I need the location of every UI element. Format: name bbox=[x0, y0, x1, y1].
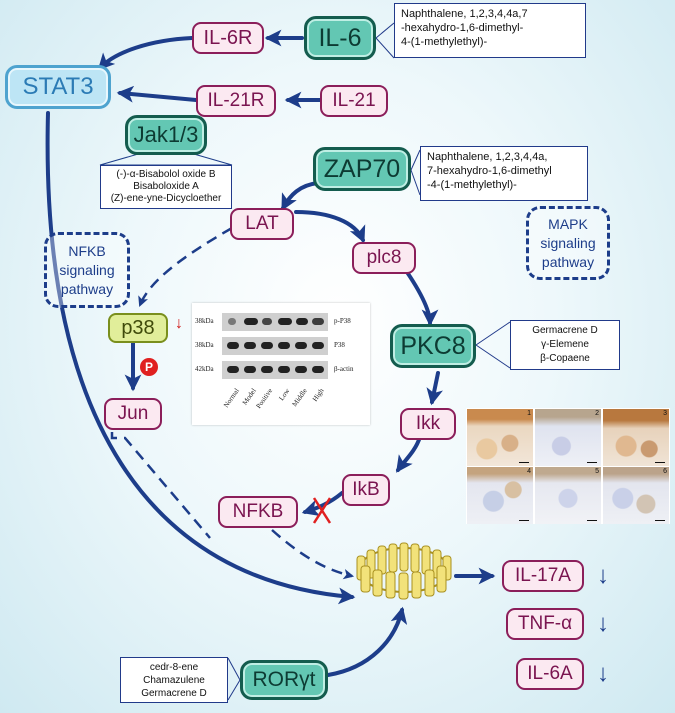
blot-group-label: Low bbox=[277, 387, 292, 403]
arrow-ikb-nfkb bbox=[301, 491, 344, 517]
blot-size-label: 38kDa bbox=[195, 317, 214, 325]
blot-protein-label: P38 bbox=[334, 341, 345, 349]
arrow-zap70-lat bbox=[281, 181, 320, 211]
roryt-node[interactable]: RORγt bbox=[240, 660, 328, 700]
compound-line: Bisaboloxide A bbox=[133, 181, 199, 192]
down-arrow-il17a: ↓ bbox=[597, 562, 609, 589]
il21-node[interactable]: IL-21 bbox=[320, 85, 388, 117]
histology-panel: 5 bbox=[535, 467, 601, 524]
histology-image-grid: 1 2 3 4 5 6 bbox=[466, 408, 670, 524]
pathway-line: pathway bbox=[541, 253, 595, 270]
compound-line: Germacrene D bbox=[532, 325, 598, 336]
blot-group-label: Normal bbox=[221, 387, 241, 410]
il17a-node[interactable]: IL-17A bbox=[502, 560, 584, 592]
blot-strip-p38 bbox=[222, 337, 328, 355]
protein-complex-ring bbox=[356, 542, 452, 600]
dashed-jun-nfkb bbox=[110, 432, 211, 539]
pathway-line: signaling bbox=[540, 234, 596, 251]
blot-protein-label: p-P38 bbox=[334, 317, 351, 325]
compound-line: -4-(1-methylethyl)- bbox=[427, 179, 517, 191]
il6r-node[interactable]: IL-6R bbox=[192, 22, 264, 54]
compound-box-roryt: cedr-8-ene Chamazulene Germacrene D bbox=[120, 657, 228, 703]
compound-line: 7-hexahydro-1,6-dimethyl bbox=[427, 165, 552, 177]
dashed-nfkb-complex bbox=[271, 529, 355, 580]
ikk-node[interactable]: Ikk bbox=[400, 408, 456, 440]
nfkb-signaling-pathway-box[interactable]: NFKB signaling pathway bbox=[44, 232, 130, 308]
compound-line: Chamazulene bbox=[143, 675, 205, 686]
pathway-line: NFKB bbox=[68, 242, 106, 259]
compound-box-il6: Naphthalene, 1,2,3,4,4a,7 -hexahydro-1,6… bbox=[394, 3, 586, 58]
histology-panel: 2 bbox=[535, 409, 601, 466]
compound-box-zap70: Naphthalene, 1,2,3,4,4a, 7-hexahydro-1,6… bbox=[420, 146, 588, 201]
compound-line: (-)-α-Bisabolol oxide B bbox=[116, 169, 216, 180]
blot-size-label: 42kDa bbox=[195, 365, 214, 373]
lat-node[interactable]: LAT bbox=[230, 208, 294, 240]
compound-line: -hexahydro-1,6-dimethyl- bbox=[401, 22, 524, 34]
histology-panel: 1 bbox=[467, 409, 533, 466]
pkc8-node[interactable]: PKC8 bbox=[390, 324, 476, 368]
arrow-roryt-complex bbox=[326, 606, 408, 677]
tnfa-node[interactable]: TNF-α bbox=[506, 608, 584, 640]
compound-line: (Z)-ene-yne-Dicycloether bbox=[110, 193, 222, 204]
red-down-arrow-p38: ↓ bbox=[175, 315, 183, 332]
blot-group-label: High bbox=[310, 387, 326, 404]
pathway-line: signaling bbox=[59, 261, 115, 278]
arrow-il6r-stat3 bbox=[97, 36, 194, 71]
il6-node[interactable]: IL-6 bbox=[304, 16, 376, 60]
nfkb-node[interactable]: NFKB bbox=[218, 496, 298, 528]
il21r-node[interactable]: IL-21R bbox=[196, 85, 276, 117]
western-blot-image: 38kDa 38kDa 42kDa p-P38 P38 β-actin bbox=[192, 303, 370, 425]
histology-panel: 6 bbox=[603, 467, 669, 524]
compound-line: γ-Elemene bbox=[541, 339, 589, 350]
jak-node[interactable]: Jak1/3 bbox=[125, 115, 207, 155]
compound-box-pkc8: Germacrene D γ-Elemene β-Copaene bbox=[510, 320, 620, 370]
ikb-node[interactable]: IkB bbox=[342, 474, 390, 506]
compound-line: Naphthalene, 1,2,3,4,4a, bbox=[427, 151, 548, 163]
compound-line: Naphthalene, 1,2,3,4,4a,7 bbox=[401, 8, 528, 20]
down-arrow-tnfa: ↓ bbox=[597, 610, 609, 637]
compound-line: 4-(1-methylethyl)- bbox=[401, 36, 488, 48]
down-arrow-il6a: ↓ bbox=[597, 660, 609, 687]
jun-node[interactable]: Jun bbox=[104, 398, 162, 430]
plc8-node[interactable]: plc8 bbox=[352, 242, 416, 274]
blot-size-label: 38kDa bbox=[195, 341, 214, 349]
blot-strip-pp38 bbox=[222, 313, 328, 331]
pathway-line: MAPK bbox=[548, 215, 588, 232]
mapk-signaling-pathway-box[interactable]: MAPK signaling pathway bbox=[526, 206, 610, 280]
compound-line: cedr-8-ene bbox=[149, 662, 199, 673]
blot-strip-actin bbox=[222, 361, 328, 379]
compound-line: Germacrene D bbox=[141, 688, 207, 699]
arrow-il21r-stat3 bbox=[116, 85, 198, 103]
il6a-node[interactable]: IL-6A bbox=[516, 658, 584, 690]
histology-panel: 4 bbox=[467, 467, 533, 524]
arrow-ikk-ikb bbox=[396, 435, 422, 473]
inhibition-mark bbox=[312, 497, 332, 524]
arrow-lat-plc8 bbox=[294, 210, 366, 244]
histology-panel: 3 bbox=[603, 409, 669, 466]
pathway-line: pathway bbox=[60, 280, 114, 297]
dashed-lat-p38 bbox=[138, 226, 233, 307]
stat3-node[interactable]: STAT3 bbox=[5, 65, 111, 109]
arrow-pkc8-ikk bbox=[426, 371, 443, 406]
p38-node[interactable]: p38 bbox=[108, 313, 168, 343]
compound-box-jak: (-)-α-Bisabolol oxide B Bisaboloxide A (… bbox=[100, 165, 232, 209]
blot-group-label: Positive bbox=[255, 387, 275, 411]
zap70-node[interactable]: ZAP70 bbox=[313, 147, 411, 191]
blot-group-label: Middle bbox=[290, 387, 309, 409]
blot-protein-label: β-actin bbox=[334, 365, 354, 373]
compound-line: β-Copaene bbox=[540, 353, 590, 364]
phosphorylation-badge: P bbox=[140, 358, 158, 376]
